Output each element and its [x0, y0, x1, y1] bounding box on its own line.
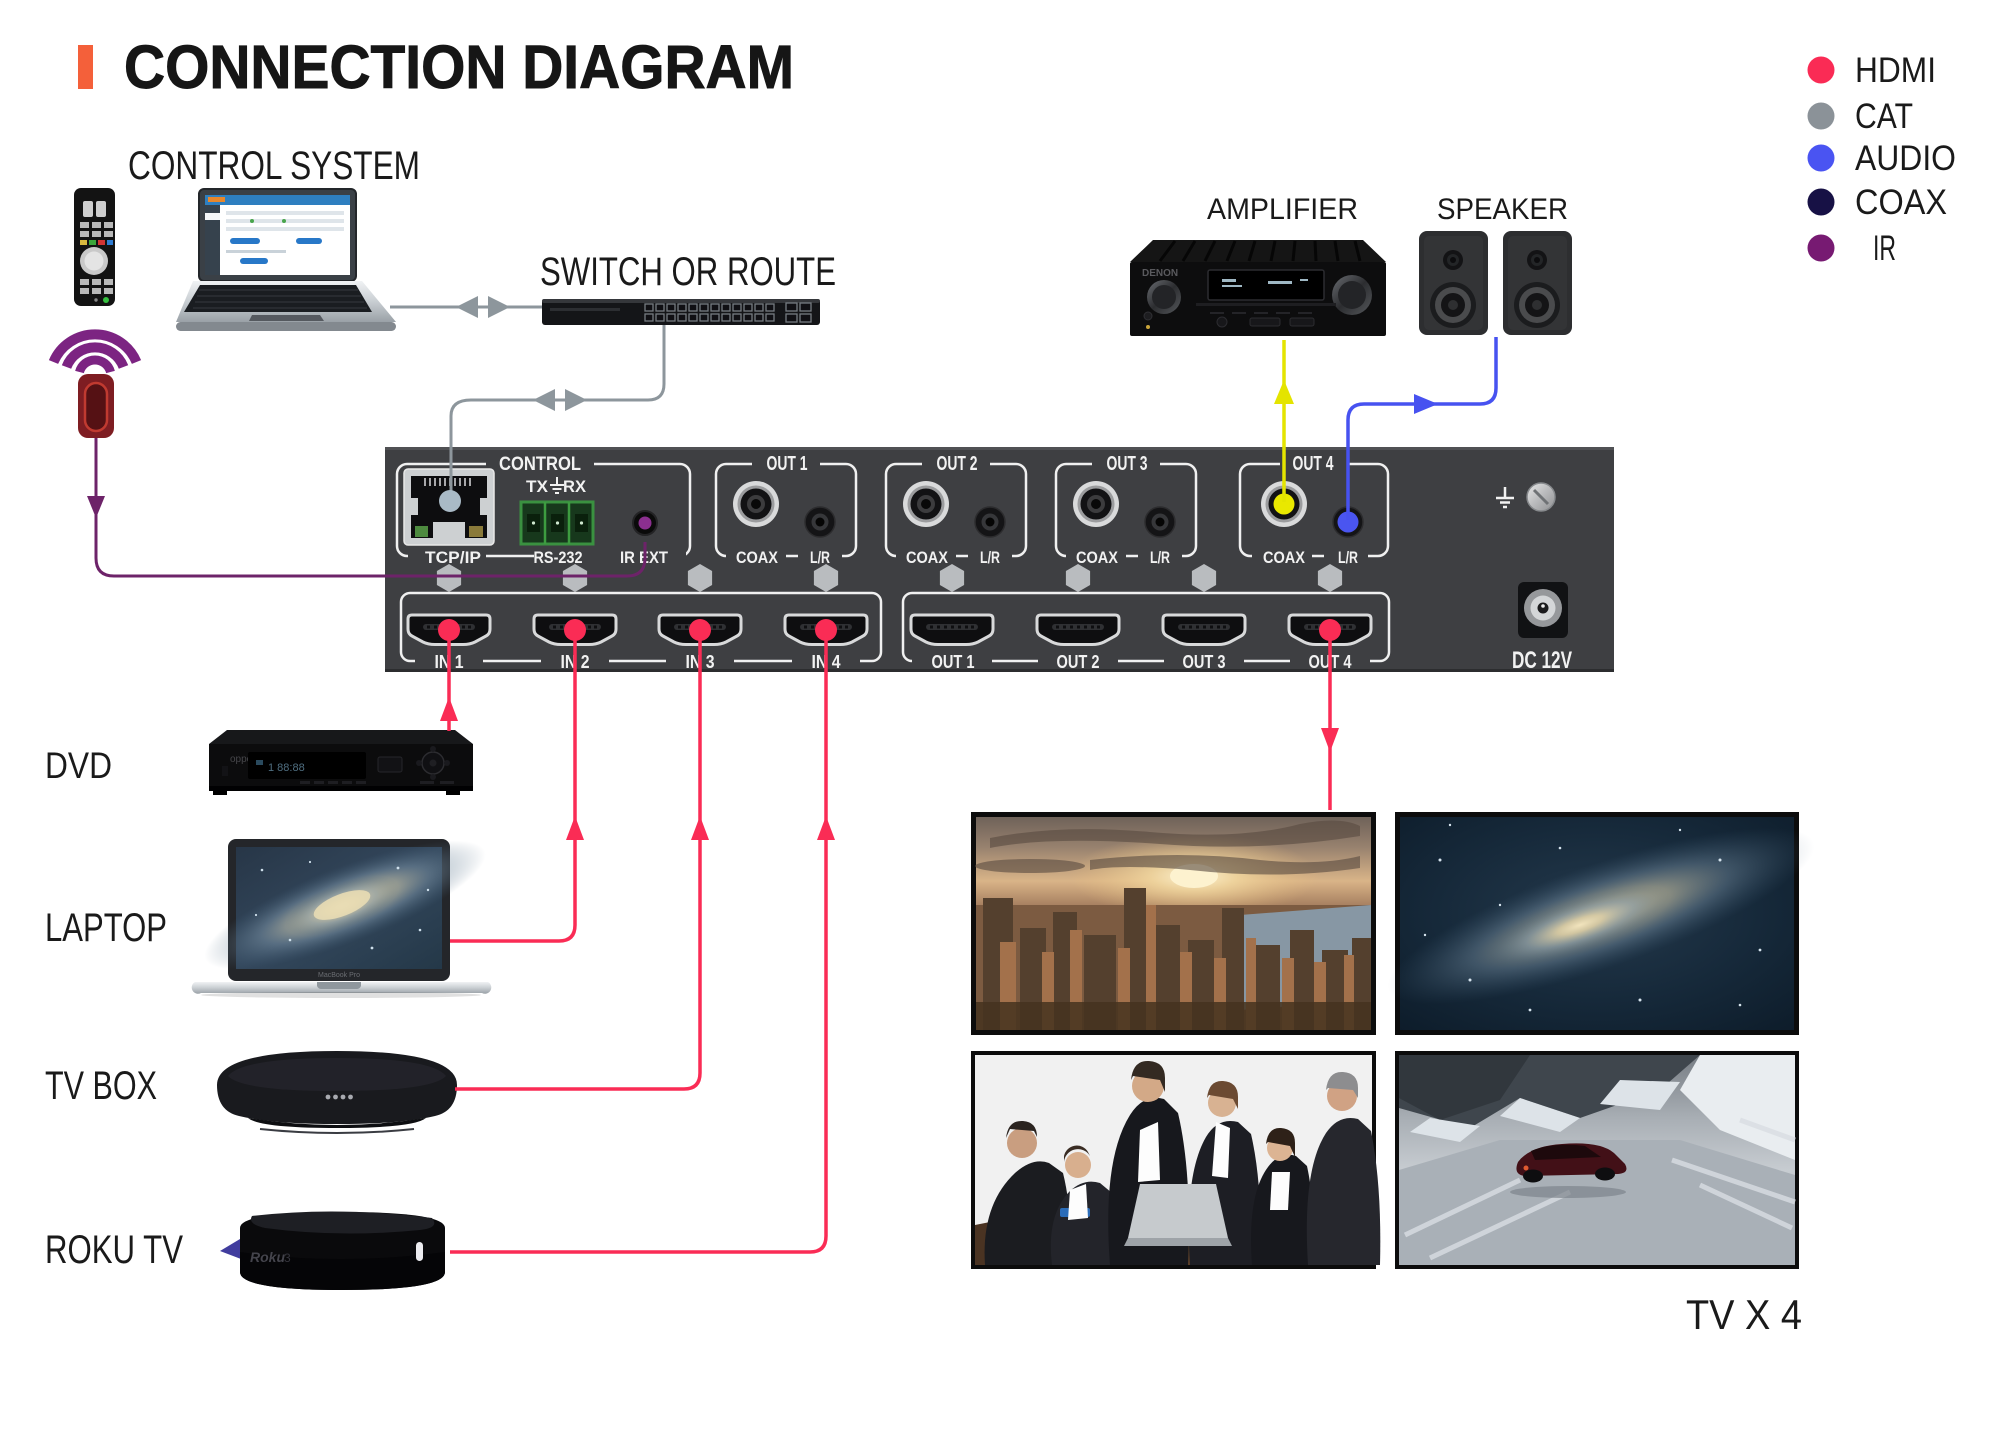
svg-text:OUT 2: OUT 2: [1057, 652, 1100, 672]
svg-text:CONTROL: CONTROL: [499, 454, 581, 475]
svg-text:MacBook Pro: MacBook Pro: [318, 972, 360, 979]
svg-text:CONNECTION DIAGRAM: CONNECTION DIAGRAM: [124, 33, 794, 101]
svg-text:OUT 3: OUT 3: [1183, 652, 1226, 672]
svg-text:1 88:88: 1 88:88: [268, 762, 305, 774]
svg-text:AMPLIFIER: AMPLIFIER: [1207, 193, 1358, 226]
svg-text:3: 3: [284, 1251, 291, 1265]
svg-text:OUT 3: OUT 3: [1107, 453, 1148, 475]
svg-text:DENON: DENON: [1142, 268, 1178, 279]
svg-text:L/R: L/R: [1338, 548, 1358, 567]
svg-text:OUT 2: OUT 2: [937, 453, 978, 475]
svg-text:SWITCH OR ROUTE: SWITCH OR ROUTE: [540, 250, 836, 294]
svg-text:TCP/IP: TCP/IP: [425, 548, 481, 567]
svg-text:COAX: COAX: [1263, 548, 1306, 567]
svg-text:L/R: L/R: [810, 548, 830, 567]
svg-text:OUT 4: OUT 4: [1293, 453, 1335, 475]
svg-text:TX: TX: [526, 477, 549, 496]
svg-text:SPEAKER: SPEAKER: [1437, 193, 1568, 226]
svg-text:COAX: COAX: [1855, 183, 1947, 222]
svg-text:COAX: COAX: [736, 548, 779, 567]
svg-text:RS-232: RS-232: [534, 548, 583, 567]
svg-text:CONTROL SYSTEM: CONTROL SYSTEM: [128, 144, 420, 188]
svg-text:DC 12V: DC 12V: [1512, 647, 1572, 674]
svg-text:TV BOX: TV BOX: [45, 1064, 157, 1108]
svg-text:L/R: L/R: [980, 548, 1000, 567]
svg-text:RX: RX: [563, 477, 587, 496]
svg-text:LAPTOP: LAPTOP: [45, 906, 167, 950]
svg-text:OUT 1: OUT 1: [767, 453, 808, 475]
svg-text:L/R: L/R: [1150, 548, 1170, 567]
svg-text:AUDIO: AUDIO: [1855, 139, 1956, 178]
svg-text:oppo: oppo: [230, 754, 253, 765]
svg-text:COAX: COAX: [1076, 548, 1119, 567]
svg-text:COAX: COAX: [906, 548, 949, 567]
svg-text:IR: IR: [1873, 229, 1896, 268]
svg-text:Roku: Roku: [250, 1249, 285, 1265]
svg-text:HDMI: HDMI: [1855, 51, 1936, 90]
svg-text:OUT 1: OUT 1: [932, 652, 975, 672]
svg-text:CAT: CAT: [1855, 97, 1913, 136]
svg-text:DVD: DVD: [45, 745, 112, 786]
svg-text:TV X 4: TV X 4: [1686, 1291, 1802, 1338]
svg-text:ROKU TV: ROKU TV: [45, 1228, 183, 1272]
